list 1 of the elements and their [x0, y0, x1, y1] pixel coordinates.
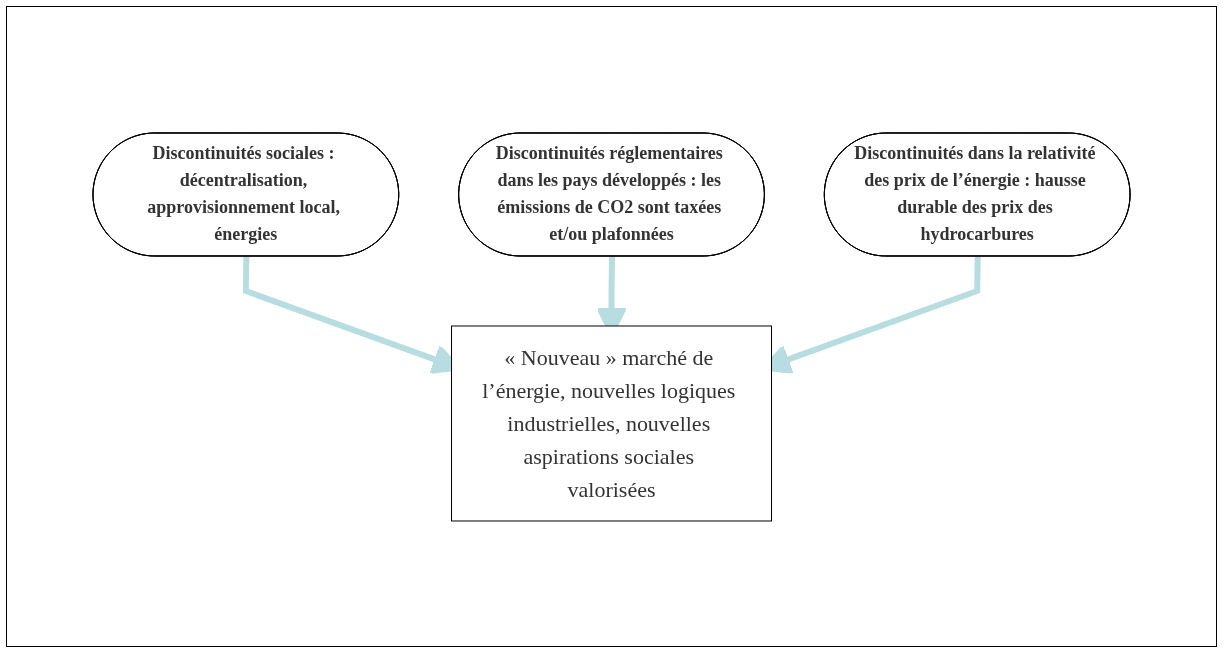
node-box: « Nouveau » marché de l’énergie, nouvelles logiques industrielles, nouvelles aspirations sociales valorisées [451, 325, 772, 521]
